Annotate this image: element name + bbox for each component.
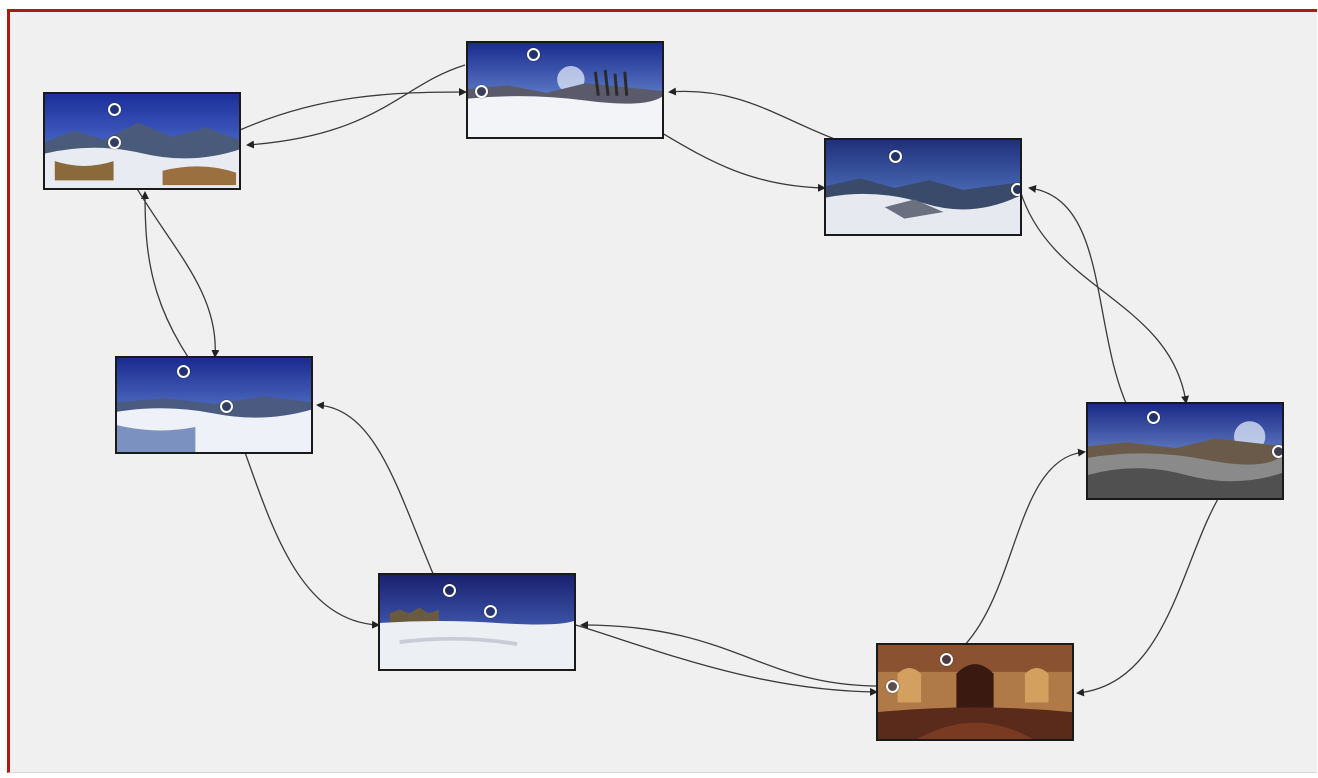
pano-node-4[interactable] xyxy=(115,356,313,454)
pano-thumbnail-4 xyxy=(117,358,311,452)
pano-node-2[interactable] xyxy=(466,41,664,139)
pano-6-hotspot-top[interactable] xyxy=(443,584,456,597)
link-pano-2-to-pano-1 xyxy=(246,64,466,149)
pano-1-hotspot-link[interactable] xyxy=(108,136,121,149)
pano-4-hotspot-link[interactable] xyxy=(220,400,233,413)
pano-node-1[interactable] xyxy=(43,92,241,190)
tour-graph-canvas xyxy=(7,9,1317,773)
link-pano-7-to-pano-6 xyxy=(580,621,894,687)
pano-7-hotspot-top[interactable] xyxy=(940,653,953,666)
pano-3-hotspot-link[interactable] xyxy=(1011,183,1020,196)
pano-5-hotspot-top[interactable] xyxy=(1147,411,1160,424)
link-pano-1-to-pano-2 xyxy=(239,88,467,131)
link-pano-7-to-pano-5 xyxy=(947,448,1086,661)
pano-2-hotspot-link[interactable] xyxy=(475,85,488,98)
pano-thumbnail-5 xyxy=(1088,404,1282,498)
link-pano-3-to-pano-5 xyxy=(1019,189,1190,404)
pano-thumbnail-1 xyxy=(45,94,239,188)
pano-thumbnail-2 xyxy=(468,43,662,137)
pano-node-7[interactable] xyxy=(876,643,1074,741)
pano-4-hotspot-top[interactable] xyxy=(177,365,190,378)
pano-6-hotspot-link[interactable] xyxy=(484,605,497,618)
pano-node-5[interactable] xyxy=(1086,402,1284,500)
pano-node-6[interactable] xyxy=(378,573,576,671)
pano-thumbnail-6 xyxy=(380,575,574,669)
pano-3-hotspot-top[interactable] xyxy=(889,150,902,163)
pano-2-hotspot-top[interactable] xyxy=(527,48,540,61)
pano-1-hotspot-top[interactable] xyxy=(108,103,121,116)
pano-7-hotspot-link[interactable] xyxy=(886,680,899,693)
pano-thumbnail-3 xyxy=(826,140,1020,234)
pano-5-hotspot-link[interactable] xyxy=(1272,445,1282,458)
link-pano-5-to-pano-3 xyxy=(1028,184,1131,413)
pano-thumbnail-7 xyxy=(878,645,1072,739)
pano-node-3[interactable] xyxy=(824,138,1022,236)
link-pano-6-to-pano-4 xyxy=(316,401,441,591)
